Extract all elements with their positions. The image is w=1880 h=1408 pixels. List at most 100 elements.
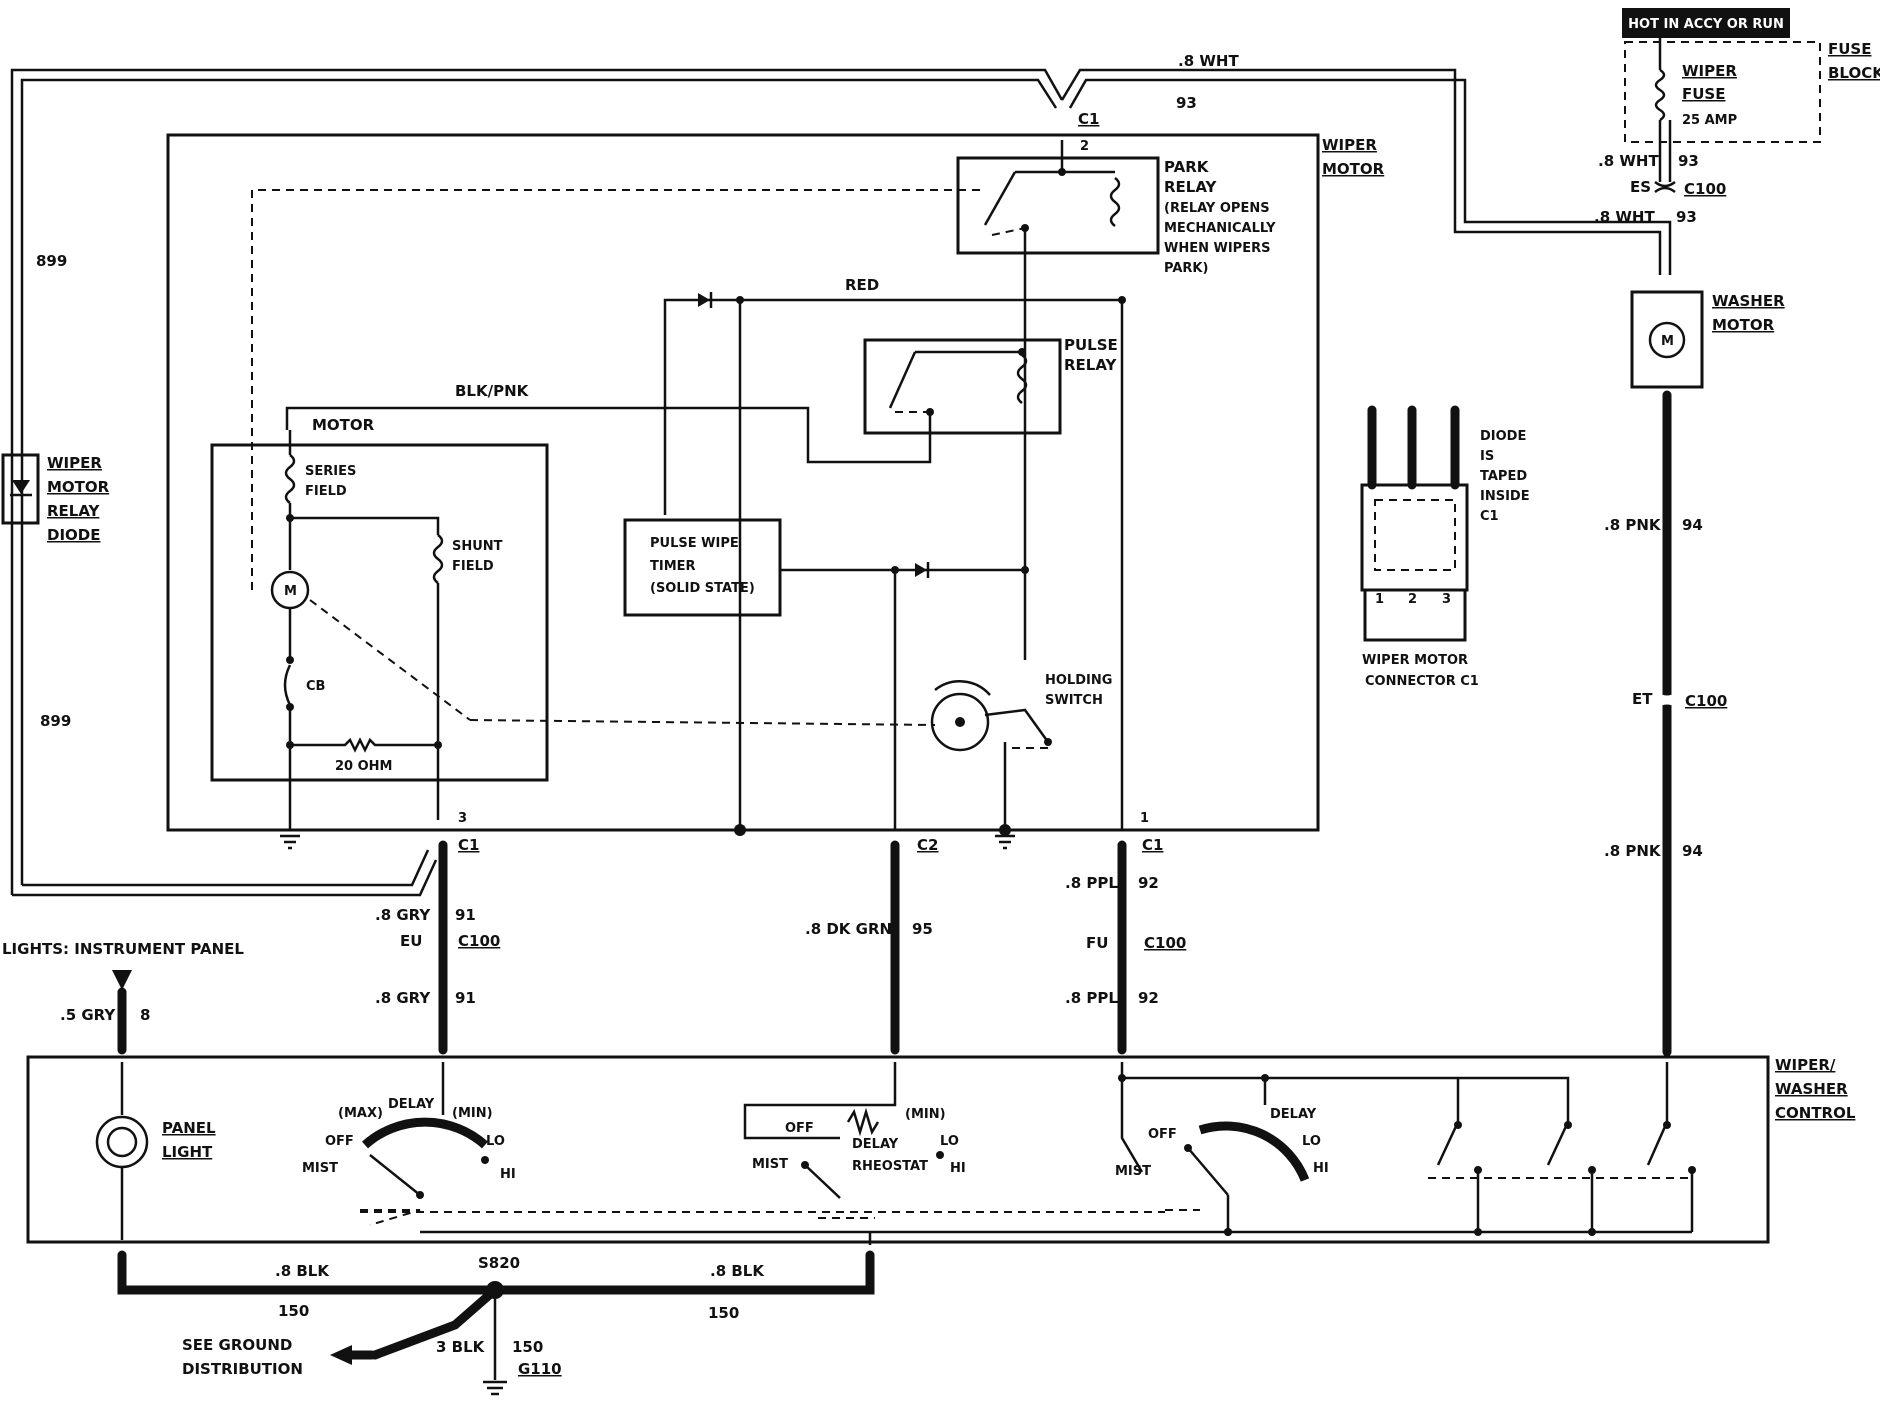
diode-taped-label-4: INSIDE bbox=[1480, 489, 1530, 504]
wiper-motor-connector-c1: 1 2 3 bbox=[1360, 405, 1469, 642]
motor-label: MOTOR bbox=[312, 416, 375, 434]
n91-a-label: 91 bbox=[455, 906, 476, 924]
pulse-relay-label-1: PULSE bbox=[1064, 336, 1118, 354]
sw2-off-label: OFF bbox=[785, 1121, 814, 1136]
wiper-motor-label-1: WIPER bbox=[1322, 136, 1377, 154]
sw3-hi-label: HI bbox=[1313, 1161, 1329, 1176]
wiper-fuse-label-2: FUSE bbox=[1682, 85, 1725, 103]
connector-pin2: 2 bbox=[1408, 592, 1417, 607]
pulse-timer-label-3: (SOLID STATE) bbox=[650, 581, 755, 596]
eu-label: EU bbox=[400, 932, 422, 950]
fu-label: FU bbox=[1086, 934, 1108, 952]
park-relay-label-5: WHEN WIPERS bbox=[1164, 241, 1270, 256]
see-ground-label-2: DISTRIBUTION bbox=[182, 1360, 303, 1378]
sw3-delay-label: DELAY bbox=[1270, 1107, 1317, 1122]
harness-899-loop bbox=[10, 68, 1672, 897]
n95-label: 95 bbox=[912, 920, 933, 938]
fuse-block: HOT IN ACCY OR RUN FUSE BLOCK WIPER FUSE… bbox=[1622, 8, 1880, 182]
c1-right-label: C1 bbox=[1142, 836, 1163, 854]
shunt-field-label-2: FIELD bbox=[452, 559, 494, 574]
wiper-fuse-label-1: WIPER bbox=[1682, 62, 1737, 80]
gry-a-label: .8 GRY bbox=[375, 906, 431, 924]
diode-taped-label-5: C1 bbox=[1480, 509, 1499, 524]
park-relay-label-1: PARK bbox=[1164, 158, 1210, 176]
shunt-field-label-1: SHUNT bbox=[452, 539, 503, 554]
gry-b-label: .8 GRY bbox=[375, 989, 431, 1007]
ppl-a-label: .8 PPL bbox=[1065, 874, 1118, 892]
panel-light bbox=[95, 1062, 149, 1240]
pulse-timer-label-1: PULSE WIPE bbox=[650, 536, 739, 551]
n94-a-label: 94 bbox=[1682, 516, 1703, 534]
ohm-label: 20 OHM bbox=[335, 759, 392, 774]
sw2-delay-label: DELAY bbox=[852, 1137, 899, 1152]
pin2-label: 2 bbox=[1080, 139, 1089, 154]
sw3-off-label: OFF bbox=[1148, 1127, 1177, 1142]
control-label-1: WIPER/ bbox=[1775, 1056, 1836, 1074]
washer-motor: M WASHER MOTOR bbox=[1630, 290, 1785, 389]
sw2-hi-label: HI bbox=[950, 1161, 966, 1176]
c2-label: C2 bbox=[917, 836, 938, 854]
wiper-switch-2-rheostat bbox=[743, 1062, 944, 1219]
g110-label: G110 bbox=[518, 1360, 562, 1378]
dkgrn-label: .8 DK GRN bbox=[805, 920, 892, 938]
sw1-mist-label: MIST bbox=[302, 1161, 338, 1176]
sw3-lo-label: LO bbox=[1302, 1134, 1321, 1149]
wiper-motor-housing bbox=[166, 133, 1320, 832]
pulse-relay-label-2: RELAY bbox=[1064, 356, 1118, 374]
series-field-label-2: FIELD bbox=[305, 484, 347, 499]
n150-left-label: 150 bbox=[278, 1302, 309, 1320]
park-relay bbox=[956, 140, 1160, 255]
n150-right-label: 150 bbox=[708, 1304, 739, 1322]
n899-b-label: 899 bbox=[40, 712, 71, 730]
n94-b-label: 94 bbox=[1682, 842, 1703, 860]
wiper-fuse-amp: 25 AMP bbox=[1682, 113, 1737, 128]
control-label-2: WASHER bbox=[1775, 1080, 1848, 1098]
lights-ip-label: LIGHTS: INSTRUMENT PANEL bbox=[2, 940, 244, 958]
park-relay-label-3: (RELAY OPENS bbox=[1164, 201, 1270, 216]
ground-symbols bbox=[280, 834, 1015, 850]
wiper-washer-control bbox=[26, 1055, 1770, 1244]
washer-switch-contacts bbox=[360, 1062, 1696, 1245]
ppl-b-label: .8 PPL bbox=[1065, 989, 1118, 1007]
panel-light-label-2: LIGHT bbox=[162, 1143, 213, 1161]
sw1-delay-label: DELAY bbox=[388, 1097, 435, 1112]
es-label: ES bbox=[1630, 178, 1651, 196]
holding-switch-cam bbox=[930, 680, 1052, 830]
blk-pnk-label: BLK/PNK bbox=[455, 382, 530, 400]
sw2-min-label: (MIN) bbox=[905, 1107, 946, 1122]
hot-in-accy-label: HOT IN ACCY OR RUN bbox=[1628, 17, 1784, 32]
c1-left-label: C1 bbox=[458, 836, 479, 854]
sw1-min-label: (MIN) bbox=[452, 1106, 493, 1121]
fuse-block-label-2: BLOCK bbox=[1828, 64, 1880, 82]
n8-label: 8 bbox=[140, 1006, 150, 1024]
wht-top-label: .8 WHT bbox=[1178, 52, 1239, 70]
c100-b-label: C100 bbox=[1144, 934, 1186, 952]
pnk-a-label: .8 PNK bbox=[1604, 516, 1662, 534]
pulse-wipe-timer bbox=[623, 518, 782, 617]
holding-switch-label-1: HOLDING bbox=[1045, 673, 1112, 688]
s820-label: S820 bbox=[478, 1254, 520, 1272]
series-field-label-1: SERIES bbox=[305, 464, 356, 479]
sw2-rheostat-label: RHEOSTAT bbox=[852, 1159, 928, 1174]
wht-washer-label: .8 WHT bbox=[1594, 208, 1655, 226]
pulse-timer-label-2: TIMER bbox=[650, 559, 696, 574]
sw1-off-label: OFF bbox=[325, 1134, 354, 1149]
park-link-dashed bbox=[251, 189, 985, 590]
diode-taped-label-2: IS bbox=[1480, 449, 1494, 464]
c1-top-label: C1 bbox=[1078, 110, 1099, 128]
sw3-mist-label: MIST bbox=[1115, 1164, 1151, 1179]
relay-diode-label-2: MOTOR bbox=[47, 478, 110, 496]
connector-pin3: 3 bbox=[1442, 592, 1451, 607]
c100-et-label: C100 bbox=[1685, 692, 1727, 710]
see-ground-label-1: SEE GROUND bbox=[182, 1336, 292, 1354]
n899-a-label: 899 bbox=[36, 252, 67, 270]
diode-taped-label-1: DIODE bbox=[1480, 429, 1526, 444]
n92-a-label: 92 bbox=[1138, 874, 1159, 892]
wht-fuse-label: .8 WHT bbox=[1598, 152, 1659, 170]
motor-m: M bbox=[284, 584, 297, 599]
wiper-motor-relay-diode bbox=[1, 453, 40, 525]
n92-b-label: 92 bbox=[1138, 989, 1159, 1007]
cb-label: CB bbox=[306, 679, 325, 694]
park-relay-label-2: RELAY bbox=[1164, 178, 1218, 196]
